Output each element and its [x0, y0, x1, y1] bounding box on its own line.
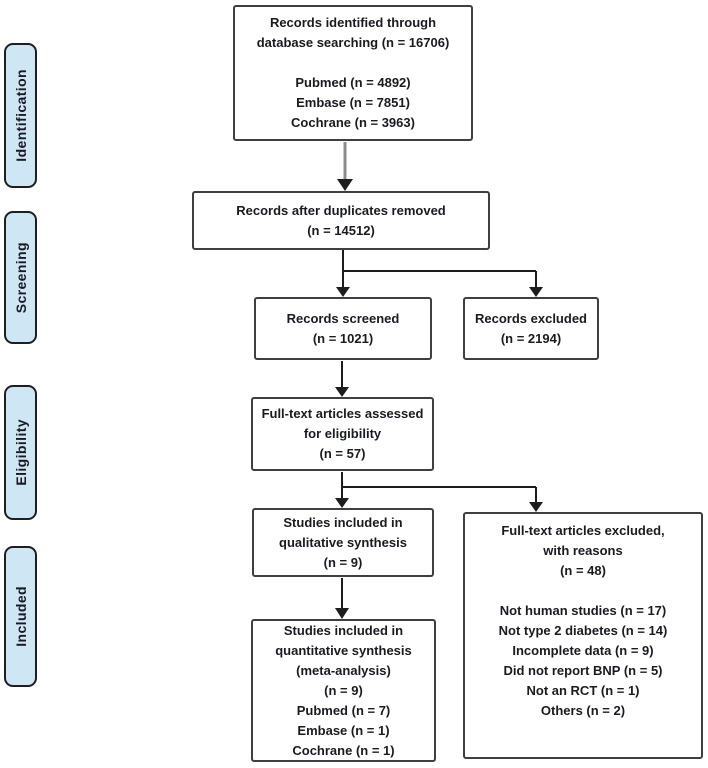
- stage-label-included: Included: [4, 546, 37, 687]
- box-records-identified: Records identified through database sear…: [233, 5, 473, 141]
- stage-label-identification: Identification: [4, 43, 37, 188]
- stage-label-screening: Screening: [4, 211, 37, 344]
- arrow-identified-to-duplicates: [337, 142, 353, 191]
- stage-label-eligibility-text: Eligibility: [12, 419, 29, 486]
- box-qualitative-synthesis: Studies included in qualitative synthesi…: [252, 508, 434, 577]
- stage-label-screening-text: Screening: [12, 241, 29, 314]
- arrow-screened-to-fulltext: [335, 361, 349, 397]
- box-fulltext-assessed: Full-text articles assessed for eligibil…: [251, 397, 434, 471]
- connector-fulltext-branch: [335, 472, 543, 512]
- box-quantitative-synthesis: Studies included in quantitative synthes…: [251, 619, 436, 762]
- box-fulltext-excluded: Full-text articles excluded, with reason…: [463, 512, 703, 759]
- box-records-excluded: Records excluded (n = 2194): [463, 297, 599, 360]
- stage-label-identification-text: Identification: [12, 69, 29, 162]
- connector-duplicates-branch: [336, 250, 543, 297]
- stage-label-eligibility: Eligibility: [4, 385, 37, 520]
- stage-label-included-text: Included: [12, 586, 29, 647]
- arrow-qualitative-to-quantitative: [335, 578, 349, 619]
- box-records-screened: Records screened (n = 1021): [254, 297, 432, 360]
- box-records-after-duplicates: Records after duplicates removed (n = 14…: [192, 191, 490, 250]
